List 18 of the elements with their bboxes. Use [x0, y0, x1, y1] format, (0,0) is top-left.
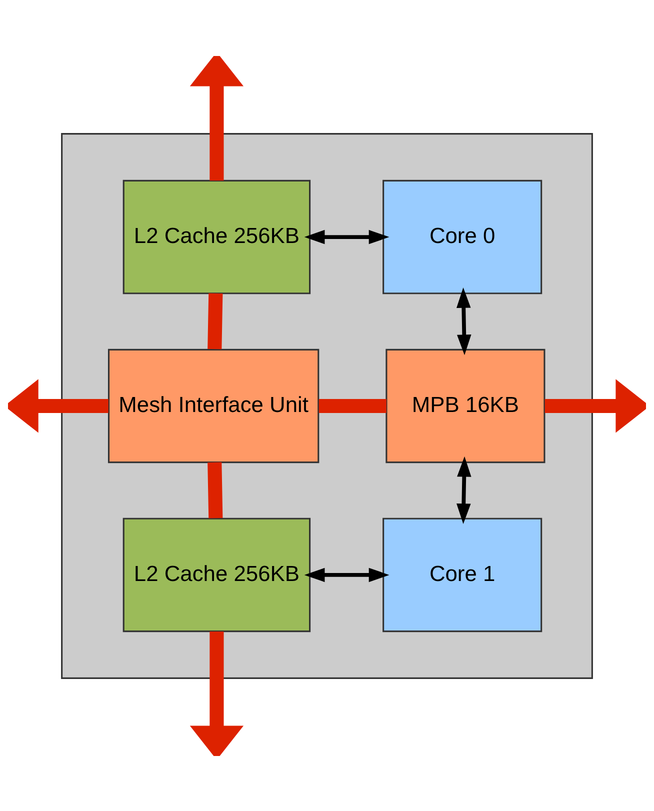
node-box: Core 0 — [382, 179, 542, 294]
node-box: L2 Cache 256KB — [122, 179, 311, 294]
connector — [208, 462, 223, 518]
arrow — [8, 378, 108, 432]
node-box: Mesh Interface Unit — [108, 348, 320, 463]
node-box: L2 Cache 256KB — [122, 517, 311, 632]
arrow — [304, 567, 390, 582]
connector — [318, 398, 386, 413]
cluster — [61, 132, 593, 678]
arrow — [544, 378, 646, 432]
arrow — [304, 229, 390, 244]
connector — [208, 292, 223, 349]
arrow — [190, 56, 244, 180]
arrow — [190, 630, 244, 756]
arrow — [456, 456, 472, 524]
node-box: MPB 16KB — [386, 348, 546, 463]
arrow — [456, 286, 472, 355]
node-box: Core 1 — [382, 517, 542, 632]
